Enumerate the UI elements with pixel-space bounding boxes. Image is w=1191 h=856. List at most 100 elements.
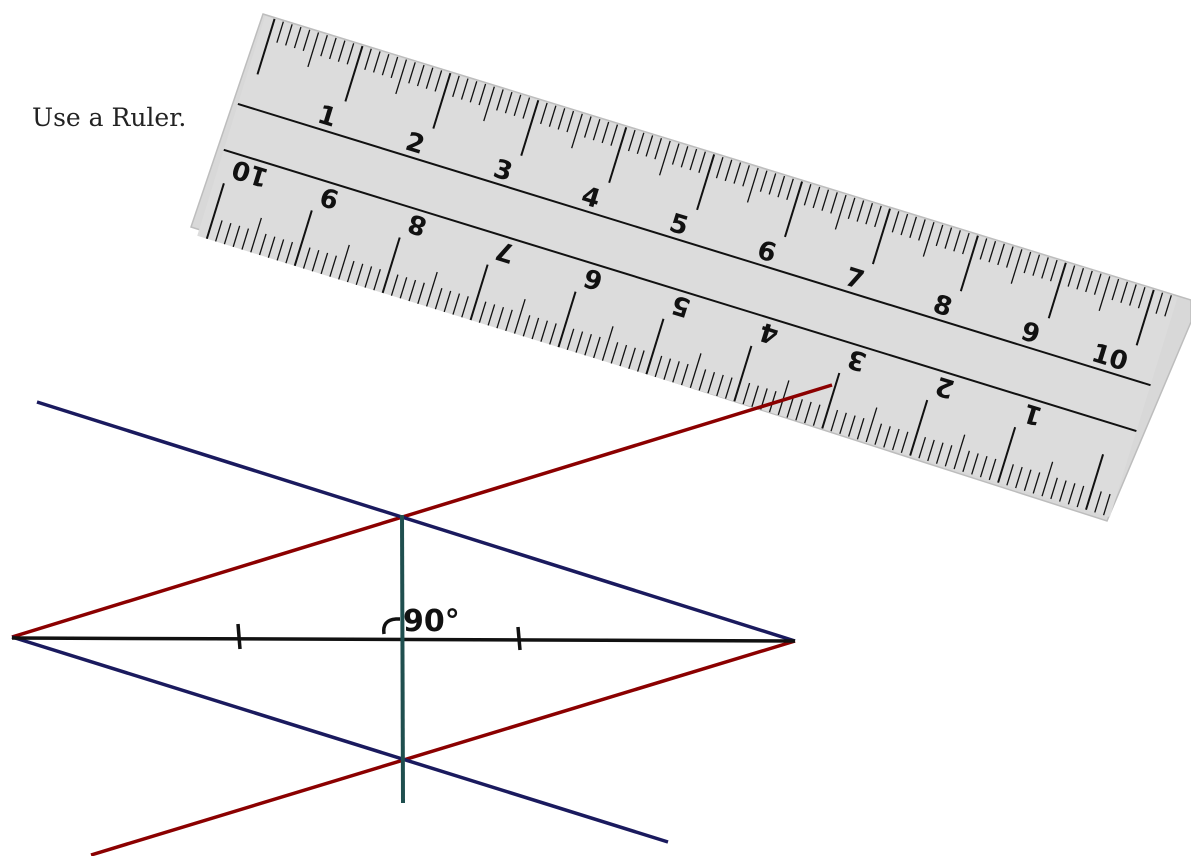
ruler-tick xyxy=(944,227,953,249)
ruler-tick xyxy=(654,137,663,160)
ruler-center-band-top xyxy=(237,102,1151,387)
ruler-tick xyxy=(452,293,461,315)
ruler-tick xyxy=(724,159,733,182)
ruler-tick xyxy=(399,277,408,299)
ruler-tick xyxy=(645,135,654,157)
ruler-tick xyxy=(364,266,373,288)
ruler-tick xyxy=(408,62,416,84)
ruler-tick xyxy=(1067,265,1076,287)
ruler-tick xyxy=(1094,491,1102,513)
ruler-tick xyxy=(320,35,328,57)
ruler-tick xyxy=(927,439,935,462)
ruler-tick xyxy=(891,428,900,451)
ruler-tick xyxy=(425,271,438,307)
ruler-tick xyxy=(460,78,469,100)
ruler-tick xyxy=(1085,270,1093,293)
ruler-tick xyxy=(258,233,267,256)
ruler-tick xyxy=(900,431,909,454)
ruler-tick xyxy=(971,453,979,475)
ruler-tick xyxy=(871,208,891,265)
ruler-tick xyxy=(658,140,671,176)
ruler-tick xyxy=(416,64,425,87)
construction: 90° xyxy=(11,383,833,856)
ruler-tick xyxy=(364,48,372,70)
ruler-tick xyxy=(1111,278,1120,301)
ruler-tick xyxy=(1137,287,1146,309)
ruler-tick xyxy=(636,350,645,372)
ruler-tick xyxy=(759,170,768,192)
ruler-tick xyxy=(344,45,364,102)
ruler-tick xyxy=(834,194,847,230)
ruler-tick xyxy=(1006,464,1014,486)
ruler-tick xyxy=(557,108,566,130)
ruler-tick xyxy=(1135,289,1155,346)
ruler-tick xyxy=(1076,485,1085,508)
ruler-tick xyxy=(1041,257,1049,279)
ruler-tick xyxy=(1164,295,1172,317)
ruler-tick xyxy=(874,205,882,228)
ruler-tick xyxy=(733,162,742,184)
ruler-tick xyxy=(821,372,841,429)
ruler-tick xyxy=(329,255,337,277)
ruler-tick xyxy=(959,235,979,292)
ruler-tick xyxy=(469,81,478,103)
ruler-tick xyxy=(979,455,988,478)
ruler-tick xyxy=(302,247,311,269)
ruler-tick xyxy=(856,418,865,440)
ruler-tick xyxy=(487,304,496,326)
ruler-tick xyxy=(715,156,724,179)
ruler-tick xyxy=(276,239,285,261)
ruler-tick xyxy=(627,129,636,152)
ruler-tick xyxy=(865,407,878,443)
ruler-tick xyxy=(922,221,935,257)
ruler-tick xyxy=(628,347,636,370)
ruler-tick xyxy=(337,40,346,62)
right-angle-marker xyxy=(382,617,400,635)
ruler-tick xyxy=(891,211,900,233)
ruler-tick xyxy=(751,385,760,407)
ruler-tick xyxy=(583,116,592,138)
ruler-tick xyxy=(716,374,724,397)
ruler-tick xyxy=(432,72,452,129)
ruler-tick xyxy=(1047,262,1067,319)
ruler-tick xyxy=(979,238,988,260)
ruler-tick xyxy=(698,151,706,173)
ruler-tick xyxy=(636,132,645,154)
ruler-tick xyxy=(1049,259,1058,282)
ruler-tick xyxy=(256,18,276,75)
ruler-tick xyxy=(250,217,262,253)
ruler-tick xyxy=(671,143,680,165)
ruler-tick xyxy=(733,345,753,402)
ruler-tick xyxy=(696,154,716,211)
ruler-tick xyxy=(285,24,293,46)
ruler-tick xyxy=(381,237,401,294)
ruler-tick xyxy=(601,326,614,361)
ruler-tick xyxy=(935,224,944,247)
ruler-tick xyxy=(962,232,970,255)
ruler-tick xyxy=(953,434,966,470)
ruler-tick xyxy=(592,119,601,141)
ruler-tick xyxy=(461,296,469,318)
ruler-tick xyxy=(962,450,971,472)
ruler-tick xyxy=(496,89,504,111)
ruler-tick xyxy=(584,334,592,356)
ruler-tick xyxy=(390,274,399,296)
ruler-tick xyxy=(645,318,665,375)
ruler-tick xyxy=(988,240,997,263)
ruler-center-band-bottom xyxy=(223,148,1137,433)
ruler-tick xyxy=(784,181,804,238)
ruler-tick xyxy=(267,236,276,258)
ruler-tick xyxy=(540,320,549,342)
ruler-tick xyxy=(689,148,698,171)
ruler-tick xyxy=(1155,292,1164,314)
ruler-tick xyxy=(680,363,689,386)
ruler-tick xyxy=(830,409,839,432)
ruler-tick xyxy=(1005,246,1014,268)
ruler-tick xyxy=(1067,483,1076,505)
ruler-tick xyxy=(610,342,619,364)
ruler-tick xyxy=(918,219,926,241)
ruler-tick xyxy=(1032,472,1041,494)
ruler-tick xyxy=(355,263,364,285)
equal-length-tick-right xyxy=(516,626,522,651)
ruler-tick xyxy=(566,328,575,351)
